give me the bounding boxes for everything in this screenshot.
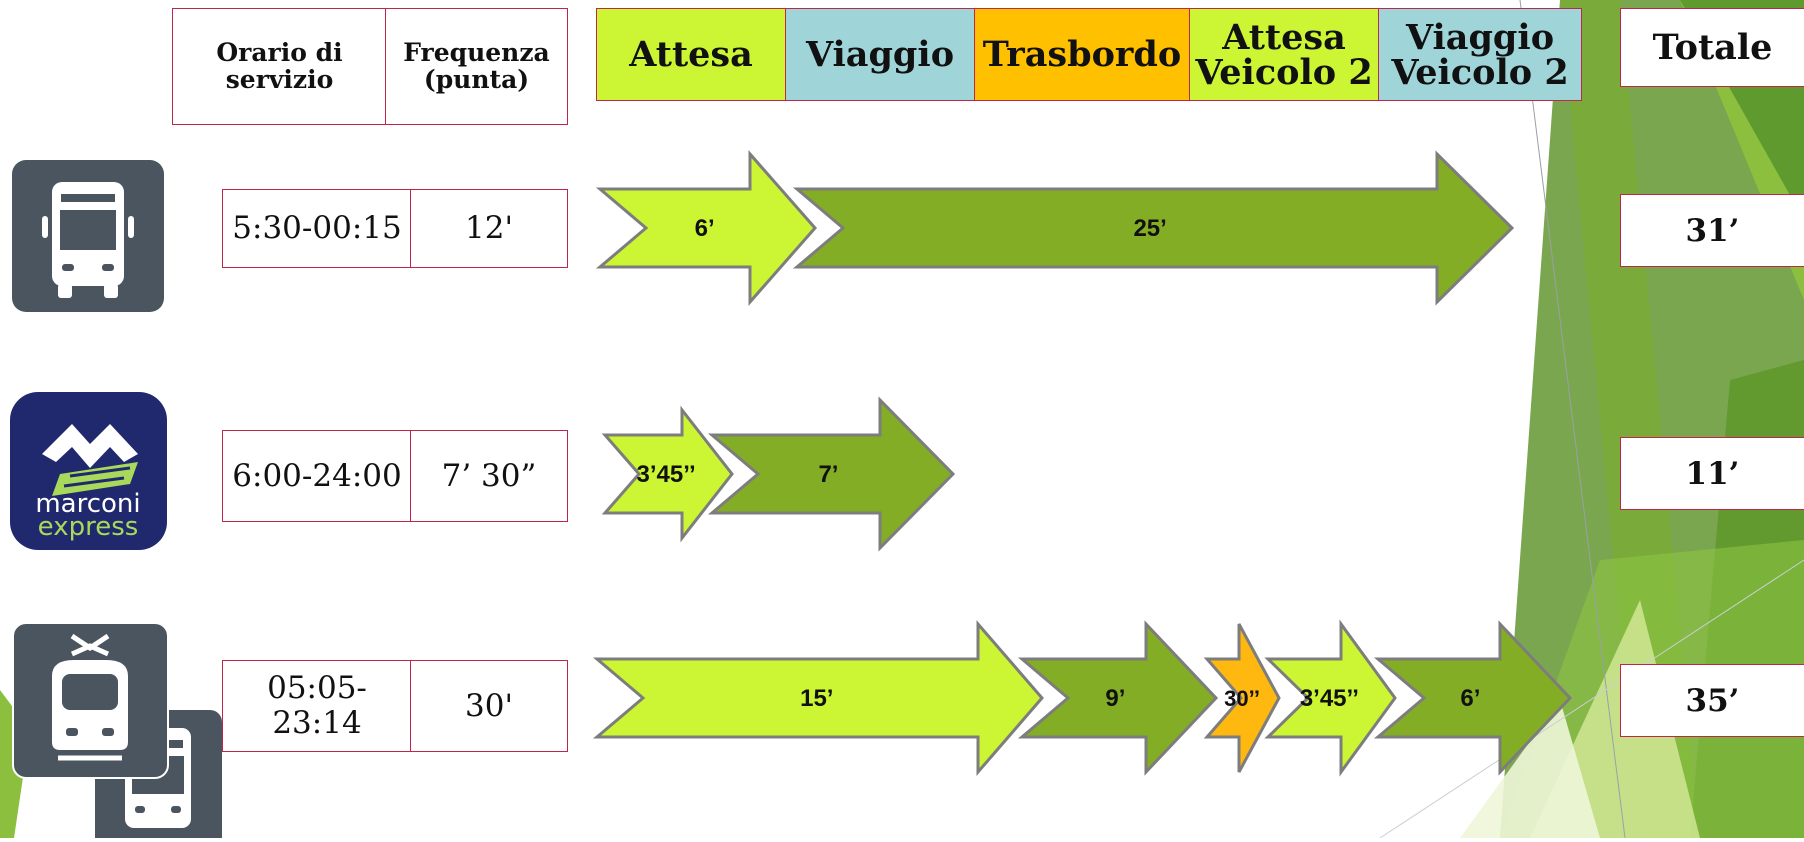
header-viaggio: Viaggio bbox=[785, 8, 975, 101]
logo-text-2: express bbox=[38, 512, 139, 542]
marconi-express-logo: marconi express bbox=[10, 392, 167, 550]
arrow-label: 25’ bbox=[1133, 215, 1166, 242]
arrow-label: 7’ bbox=[818, 461, 838, 488]
header-attesa-veicolo-2: Attesa Veicolo 2 bbox=[1189, 8, 1379, 101]
header-orario: Orario di servizio bbox=[172, 8, 387, 125]
arrow-label: 3’45’’ bbox=[1300, 685, 1359, 712]
train-icon bbox=[12, 622, 169, 779]
header-attesa: Attesa bbox=[596, 8, 786, 101]
row1-frequenza: 12' bbox=[410, 189, 568, 268]
arrow-wait bbox=[1264, 619, 1397, 777]
header-trasbordo: Trasbordo bbox=[974, 8, 1190, 101]
arrow-wait bbox=[592, 619, 1044, 777]
arrow-label: 9’ bbox=[1105, 685, 1125, 712]
row1-orario: 5:30-00:15 bbox=[222, 189, 412, 268]
bus-icon bbox=[12, 160, 164, 312]
arrow-label: 30’’ bbox=[1224, 686, 1260, 711]
row3-frequenza: 30' bbox=[410, 660, 568, 752]
header-viaggio-veicolo-2: Viaggio Veicolo 2 bbox=[1378, 8, 1582, 101]
arrow-wait bbox=[595, 150, 817, 306]
arrow-travel bbox=[707, 396, 956, 552]
header-totale: Totale bbox=[1620, 8, 1804, 87]
row2-totale: 11’ bbox=[1620, 437, 1804, 510]
logo-text-1: marconi bbox=[35, 489, 140, 519]
row1-totale: 31’ bbox=[1620, 194, 1804, 267]
arrow-travel bbox=[1017, 620, 1219, 776]
arrow-label: 15’ bbox=[800, 685, 833, 712]
arrow-travel bbox=[792, 150, 1515, 306]
arrow-transfer bbox=[1203, 623, 1281, 773]
row2-orario: 6:00-24:00 bbox=[222, 430, 412, 522]
arrow-label: 6’ bbox=[695, 215, 715, 242]
row3-orario: 05:05-23:14 bbox=[222, 660, 412, 752]
arrow-label: 6’ bbox=[1460, 685, 1480, 712]
arrow-travel bbox=[1373, 620, 1573, 776]
row2-frequenza: 7’ 30” bbox=[410, 430, 568, 522]
header-frequenza: Frequenza (punta) bbox=[385, 8, 568, 125]
row3-totale: 35’ bbox=[1620, 664, 1804, 737]
arrow-wait bbox=[601, 405, 734, 543]
arrow-label: 3’45’’ bbox=[637, 461, 696, 488]
